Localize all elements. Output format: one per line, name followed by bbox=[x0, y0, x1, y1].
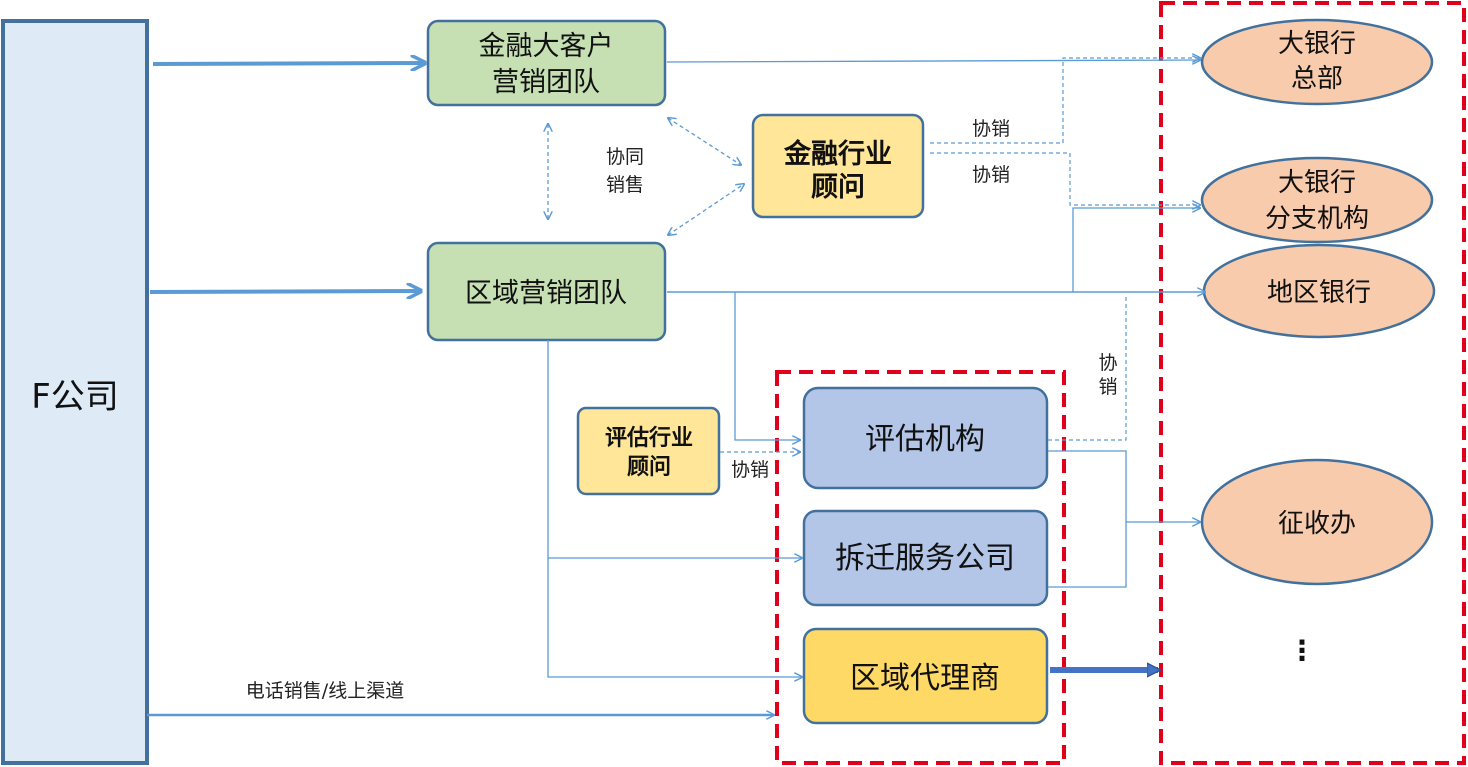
bank-branch-ellipse bbox=[1200, 156, 1434, 244]
label-co-sell-3b: 销 bbox=[1098, 376, 1117, 398]
demolition-label: 拆迁服务公司 bbox=[835, 541, 1015, 576]
bank-branch-line1: 大银行 bbox=[1278, 168, 1356, 198]
region-team-box bbox=[426, 241, 667, 342]
company-box bbox=[1, 19, 149, 765]
demolition-box bbox=[802, 509, 1049, 607]
dotted-region-advisor-link bbox=[668, 184, 744, 235]
fin-team-line1: 金融大客户 bbox=[479, 31, 614, 62]
fin-team-box bbox=[426, 19, 667, 107]
region-team-label: 区域营销团队 bbox=[465, 278, 627, 309]
ellipsis-more: ⋮ bbox=[1288, 634, 1316, 667]
label-co-sell-3a: 协 bbox=[1098, 352, 1117, 374]
regional-bank-label: 地区银行 bbox=[1267, 278, 1371, 308]
label-co-sell-1: 协销 bbox=[972, 118, 1010, 140]
channel-partner-group bbox=[775, 370, 1066, 765]
dotted-eval-org-regional-bank bbox=[1048, 294, 1127, 441]
label-phone-online: 电话销售/线上渠道 bbox=[246, 680, 404, 702]
label-co-sell-left-1: 协同 bbox=[606, 146, 644, 168]
levy-office-label: 征收办 bbox=[1278, 509, 1356, 539]
bank-branch-line2: 分支机构 bbox=[1265, 204, 1369, 234]
bank-hq-ellipse bbox=[1200, 18, 1434, 106]
eval-org-box bbox=[802, 386, 1049, 490]
bank-hq-line1: 大银行 bbox=[1278, 29, 1356, 59]
label-co-sell-4: 协销 bbox=[731, 459, 769, 481]
dotted-advisor-bank-branch bbox=[930, 152, 1200, 205]
line-eval-org-levy-office bbox=[1048, 450, 1200, 522]
fin-advisor-line1: 金融行业 bbox=[783, 138, 892, 170]
line-region-team-bank-branch bbox=[1072, 208, 1200, 292]
levy-office-ellipse bbox=[1200, 458, 1434, 586]
line-region-team-eval-org bbox=[734, 292, 800, 440]
bank-hq-line2: 总部 bbox=[1291, 64, 1343, 94]
line-demolition-levy-office bbox=[1048, 522, 1127, 588]
eval-org-label: 评估机构 bbox=[865, 422, 985, 457]
dotted-fin-advisor-link bbox=[668, 118, 741, 165]
line-region-team-agent bbox=[547, 340, 802, 677]
dotted-advisor-bank-hq bbox=[930, 58, 1200, 144]
arrow-company-region-team bbox=[149, 291, 421, 292]
fin-advisor-box bbox=[751, 113, 925, 219]
fin-advisor-line2: 顾问 bbox=[811, 172, 865, 203]
fin-team-line2: 营销团队 bbox=[492, 67, 600, 98]
eval-advisor-box bbox=[576, 406, 721, 496]
eval-advisor-line2: 顾问 bbox=[627, 455, 671, 480]
line-fin-team-bank-hq bbox=[666, 60, 1200, 62]
label-co-sell-left-2: 销售 bbox=[606, 174, 644, 196]
company-label: F公司 bbox=[31, 377, 119, 417]
agent-box bbox=[802, 627, 1049, 725]
eval-advisor-line1: 评估行业 bbox=[605, 425, 693, 451]
agent-label: 区域代理商 bbox=[850, 661, 1000, 696]
customer-group bbox=[1159, 1, 1466, 765]
arrow-company-fin-team bbox=[152, 63, 425, 64]
label-co-sell-2: 协销 bbox=[972, 164, 1010, 186]
